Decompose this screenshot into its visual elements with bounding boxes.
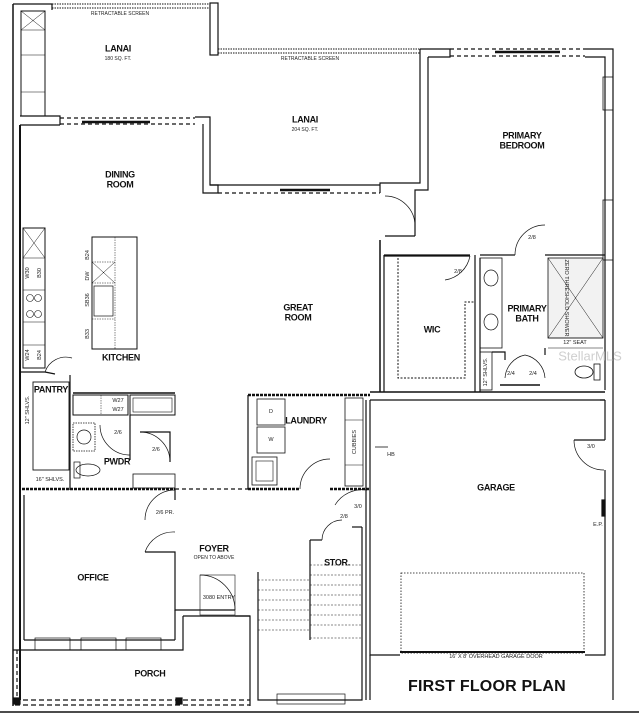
- door-label-pwdr: 2/6: [114, 430, 122, 436]
- hose-bib-label: HB: [387, 452, 395, 458]
- door-label-stor: 2/8: [340, 514, 348, 520]
- room-label-wic: WIC: [423, 324, 441, 335]
- seat-label: 12" SEAT: [563, 340, 587, 346]
- room-label-pantry: PANTRY: [33, 384, 69, 395]
- room-label-office: OFFICE: [77, 572, 109, 583]
- entry-door-label: 3080 ENTRY: [202, 595, 236, 601]
- room-label-primary-bath-1: PRIMARY: [507, 303, 547, 314]
- wall-b30: B30: [37, 268, 43, 278]
- ep-label: E.P.: [593, 522, 603, 528]
- cabinet-w27-a: W27: [112, 398, 124, 404]
- door-label-laundry: 3/0: [354, 504, 362, 510]
- door-label-2-4-b: 2/4: [529, 371, 537, 377]
- room-area-lanai-left: 180 SQ. FT.: [104, 56, 132, 62]
- bath-shelves-label: 12" SHLVS.: [483, 357, 489, 387]
- foyer-note: OPEN TO ABOVE: [193, 555, 235, 561]
- pantry-shelves-16-label: 16" SHLVS.: [35, 477, 65, 483]
- room-label-lanai-left: LANAI: [105, 43, 131, 54]
- island-dw: DW: [85, 271, 91, 281]
- room-label-dining-2: ROOM: [106, 179, 134, 190]
- door-label-bath: 2/8: [528, 235, 536, 241]
- garage-door-label: 16' X 8' OVERHEAD GARAGE DOOR: [449, 654, 543, 660]
- room-label-porch: PORCH: [134, 668, 166, 679]
- note-retractable-screen-2: RETRACTABLE SCREEN: [280, 56, 340, 62]
- room-label-great-1: GREAT: [283, 302, 313, 313]
- room-label-lanai-center: LANAI: [292, 114, 318, 125]
- room-label-primary-bath-2: BATH: [515, 313, 539, 324]
- cubbies-label: CUBBIES: [352, 429, 358, 455]
- island-b24: B24: [85, 250, 91, 260]
- room-label-laundry: LAUNDRY: [285, 415, 327, 426]
- washer-label: W: [268, 437, 274, 443]
- room-area-lanai-center: 204 SQ. FT.: [291, 127, 319, 133]
- dryer-label: D: [269, 409, 273, 415]
- wall-w24: W24: [25, 349, 31, 361]
- door-label-2-4-a: 2/4: [507, 371, 515, 377]
- room-label-pwdr: PWDR: [103, 456, 131, 467]
- wall-b24: B24: [37, 350, 43, 360]
- door-label-wic: 2/8: [454, 269, 462, 275]
- island-sb36: SB36: [85, 293, 91, 307]
- plan-title: FIRST FLOOR PLAN: [408, 678, 566, 695]
- room-label-primary-bedroom-2: BEDROOM: [499, 140, 545, 151]
- cabinet-w27-b: W27: [112, 407, 124, 413]
- note-retractable-screen-1: RETRACTABLE SCREEN: [90, 11, 150, 17]
- room-label-kitchen: KITCHEN: [102, 352, 140, 363]
- room-label-great-2: ROOM: [284, 312, 312, 323]
- pantry-shelves-12-label: 12" SHLVS.: [25, 395, 31, 425]
- door-label-closet: 2/6: [152, 447, 160, 453]
- room-label-foyer: FOYER: [199, 543, 229, 554]
- shower-label: ZERO THRESHOLD SHOWER: [563, 259, 569, 337]
- room-label-dining-1: DINING: [105, 169, 135, 180]
- island-b33: B33: [85, 329, 91, 339]
- room-label-stor: STOR.: [324, 557, 350, 568]
- door-label-garage: 3/0: [587, 444, 595, 450]
- door-label-office: 2/6 PR.: [155, 510, 175, 516]
- wall-w30: W30: [25, 267, 31, 279]
- watermark: StellarMLS: [558, 348, 622, 364]
- room-label-garage: GARAGE: [477, 482, 515, 493]
- room-label-primary-bedroom-1: PRIMARY: [502, 130, 542, 141]
